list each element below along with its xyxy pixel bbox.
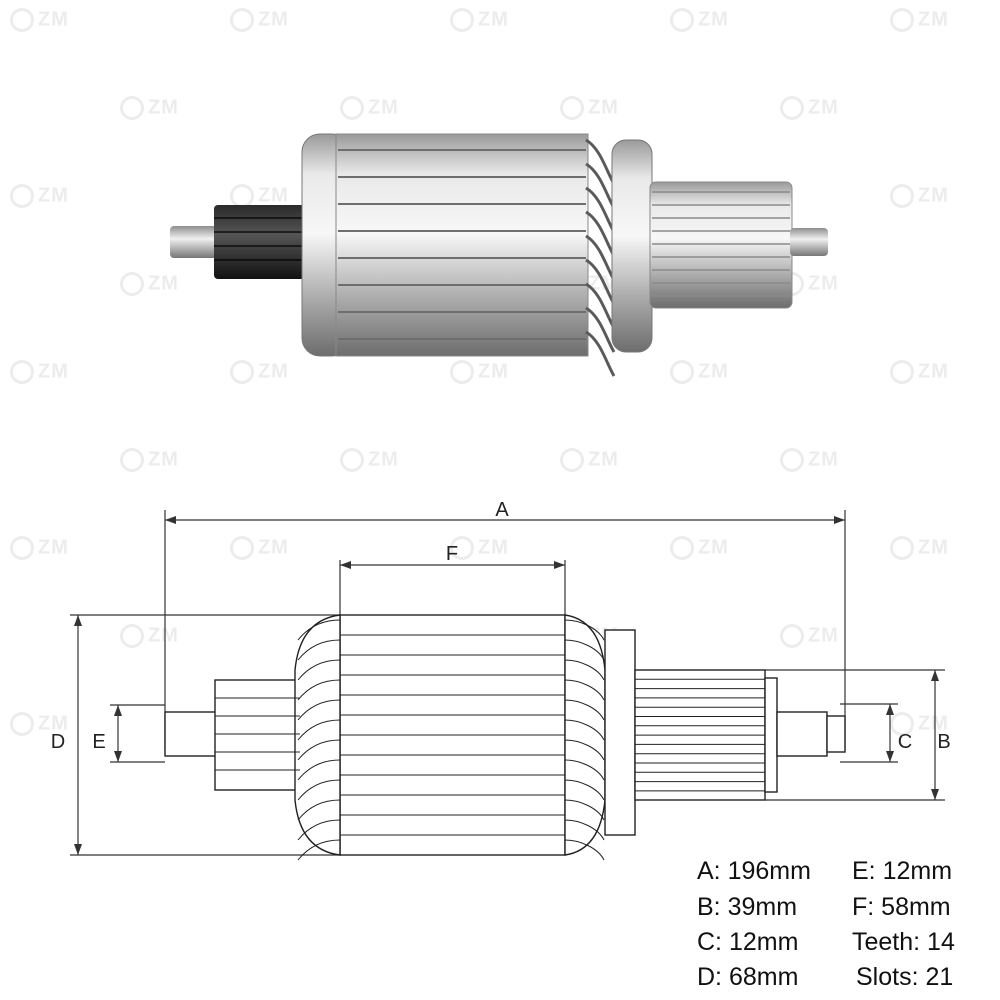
spec-c: C: 12mm	[697, 928, 799, 956]
watermark-logo-icon	[450, 360, 474, 384]
watermark-tile: ZM	[10, 184, 69, 208]
watermark-logo-icon	[120, 624, 144, 648]
watermark-tile: ZM	[230, 536, 289, 560]
watermark-tile: ZM	[230, 8, 289, 32]
spec-slots: Slots: 21	[856, 963, 954, 991]
watermark-tile: ZM	[780, 96, 839, 120]
watermark-logo-icon	[450, 8, 474, 32]
watermark-logo-icon	[340, 96, 364, 120]
watermark-logo-icon	[780, 448, 804, 472]
watermark-logo-icon	[890, 360, 914, 384]
spec-a: A: 196mm	[697, 857, 811, 885]
watermark-tile: ZM	[890, 360, 949, 384]
dim-label-f: F	[446, 543, 458, 565]
watermark-logo-icon	[450, 536, 474, 560]
commutator	[649, 181, 793, 309]
right-end-ring	[611, 139, 653, 353]
watermark-logo-icon	[780, 624, 804, 648]
watermark-logo-icon	[560, 96, 584, 120]
watermark-logo-icon	[890, 536, 914, 560]
watermark-logo-icon	[890, 184, 914, 208]
dimension-drawing: A F D E C B	[51, 499, 951, 861]
watermark-tile: ZM	[10, 536, 69, 560]
dim-label-e: E	[92, 731, 105, 753]
watermark-logo-icon	[10, 712, 34, 736]
watermark-tile: ZM	[890, 184, 949, 208]
watermark-logo-icon	[560, 448, 584, 472]
watermark-tile: ZM	[450, 8, 509, 32]
dim-label-d: D	[51, 731, 65, 753]
watermark-tile: ZM	[230, 360, 289, 384]
watermark-logo-icon	[10, 184, 34, 208]
watermark-logo-icon	[670, 536, 694, 560]
watermark-logo-icon	[230, 360, 254, 384]
watermark-tile: ZM	[450, 360, 509, 384]
spec-f: F: 58mm	[852, 893, 951, 921]
watermark-tile: ZM	[10, 712, 69, 736]
watermark-tile: ZM	[890, 536, 949, 560]
pinion-gear	[214, 205, 306, 279]
watermark-tile: ZM	[780, 448, 839, 472]
watermark-logo-icon	[340, 448, 364, 472]
watermark-tile: ZM	[890, 712, 949, 736]
watermark-tile: ZM	[120, 272, 179, 296]
watermark-logo-icon	[890, 8, 914, 32]
left-shaft	[170, 226, 222, 258]
watermark-tile: ZM	[120, 448, 179, 472]
spec-d: D: 68mm	[697, 963, 799, 991]
watermark-tile: ZM	[340, 96, 399, 120]
watermark-tile: ZM	[340, 448, 399, 472]
watermark-logo-icon	[120, 448, 144, 472]
watermark-logo-icon	[120, 96, 144, 120]
right-shaft	[790, 228, 828, 256]
watermark-tile: ZM	[120, 96, 179, 120]
armature-photo	[170, 133, 828, 377]
windings-photo	[585, 138, 616, 377]
spec-teeth: Teeth: 14	[852, 928, 955, 956]
watermark-tile: ZM	[450, 536, 509, 560]
watermark-tile: ZM	[670, 8, 729, 32]
watermark-tile: ZM	[670, 360, 729, 384]
watermark-tile: ZM	[560, 448, 619, 472]
spec-b: B: 39mm	[697, 893, 798, 921]
watermark-tile: ZM	[560, 96, 619, 120]
watermark-logo-icon	[10, 536, 34, 560]
watermark-tile: ZM	[890, 8, 949, 32]
dim-label-c: C	[898, 731, 912, 753]
watermark-tile: ZM	[10, 360, 69, 384]
watermark-logo-icon	[120, 272, 144, 296]
spec-e: E: 12mm	[852, 857, 953, 885]
watermark-logo-icon	[230, 8, 254, 32]
dim-label-a: A	[495, 499, 509, 521]
watermark-logo-icon	[230, 536, 254, 560]
watermark-logo-icon	[890, 712, 914, 736]
watermark-logo-icon	[780, 96, 804, 120]
watermark-tile: ZM	[10, 8, 69, 32]
dim-label-b: B	[937, 731, 950, 753]
watermark-tile: ZM	[780, 624, 839, 648]
watermark-tile: ZM	[670, 536, 729, 560]
watermark-logo-icon	[10, 360, 34, 384]
watermark-tile: ZM	[120, 624, 179, 648]
watermark-logo-icon	[10, 8, 34, 32]
watermark-logo-icon	[670, 360, 694, 384]
watermark-logo-icon	[670, 8, 694, 32]
armature-core	[335, 133, 589, 357]
